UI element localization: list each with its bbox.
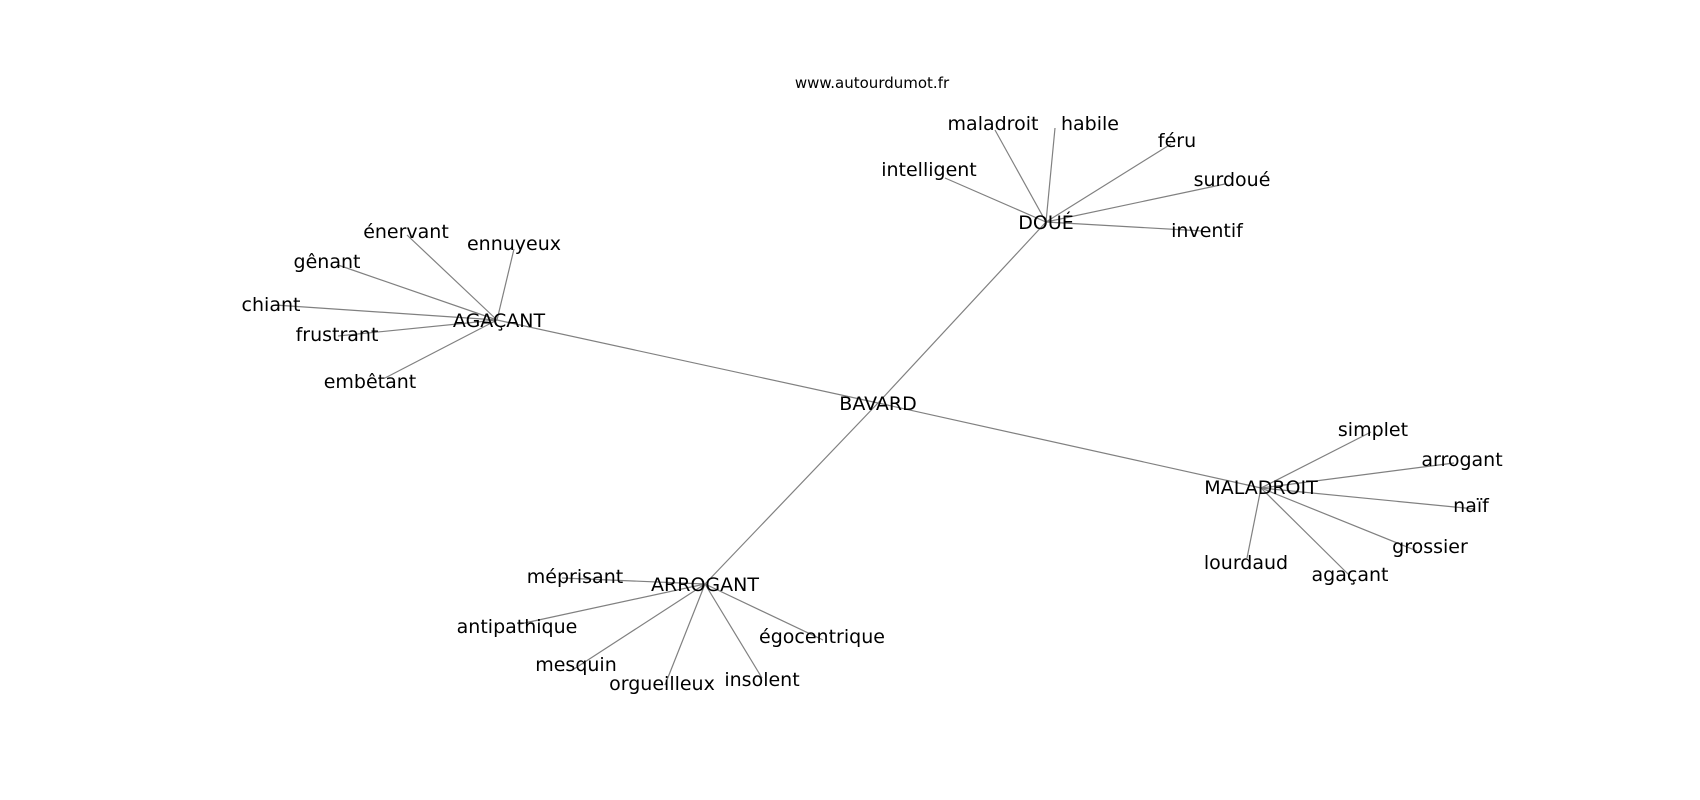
leaf-node-arrogant[interactable]: orgueilleux <box>609 673 715 695</box>
leaf-node-arrogant[interactable]: égocentrique <box>759 626 885 648</box>
edge-doue-leaf <box>1045 127 1056 223</box>
edge-maladroit-leaf <box>1260 431 1372 489</box>
edge-agacant-leaf <box>406 234 498 321</box>
leaf-node-arrogant[interactable]: mesquin <box>535 654 617 676</box>
edge-arrogant-leaf <box>519 583 706 625</box>
edge-arrogant-leaf <box>573 583 706 670</box>
leaf-node-doue[interactable]: maladroit <box>948 113 1039 135</box>
leaf-node-agacant[interactable]: ennuyeux <box>467 233 561 255</box>
edge-center-to-agacant <box>496 319 879 404</box>
leaf-node-arrogant[interactable]: antipathique <box>457 616 578 638</box>
hub-node-arrogant[interactable]: ARROGANT <box>651 574 759 596</box>
edge-agacant-leaf <box>274 304 498 321</box>
edge-doue-leaf <box>1045 221 1204 232</box>
leaf-node-maladroit[interactable]: arrogant <box>1421 449 1502 471</box>
hub-node-doue[interactable]: DOUÉ <box>1018 211 1074 234</box>
edge-doue-leaf <box>1045 183 1226 223</box>
edge-agacant-leaf <box>496 248 515 321</box>
leaf-node-agacant[interactable]: énervant <box>363 221 449 243</box>
edge-maladroit-leaf <box>1260 487 1350 576</box>
leaf-node-doue[interactable]: intelligent <box>881 159 977 181</box>
labels-layer: www.autourdumot.fr BAVARD DOUÉ intelligen… <box>242 74 1503 695</box>
leaf-node-doue[interactable]: inventif <box>1171 220 1244 242</box>
edge-center-to-maladroit <box>877 402 1262 489</box>
edge-center-to-arrogant <box>704 402 879 585</box>
leaf-node-doue[interactable]: surdoué <box>1194 169 1271 191</box>
edge-arrogant-leaf <box>704 583 824 641</box>
edge-doue-leaf <box>994 129 1047 223</box>
leaf-node-agacant[interactable]: gênant <box>294 251 361 273</box>
leaf-node-agacant[interactable]: chiant <box>242 294 301 316</box>
edge-doue-leaf <box>1045 143 1172 223</box>
edge-maladroit-leaf <box>1246 487 1262 559</box>
edge-agacant-leaf <box>384 319 498 379</box>
watermark-text[interactable]: www.autourdumot.fr <box>795 74 950 92</box>
leaf-node-arrogant[interactable]: insolent <box>724 669 799 691</box>
center-node-label[interactable]: BAVARD <box>839 393 916 415</box>
edge-maladroit-leaf <box>1260 487 1476 510</box>
leaf-node-arrogant[interactable]: méprisant <box>527 566 623 588</box>
leaf-node-maladroit[interactable]: agaçant <box>1312 564 1389 586</box>
edge-arrogant-leaf <box>704 583 763 679</box>
leaf-node-maladroit[interactable]: simplet <box>1338 419 1408 441</box>
leaf-node-doue[interactable]: féru <box>1158 130 1196 152</box>
edge-doue-leaf <box>944 177 1047 223</box>
edge-arrogant-leaf <box>664 583 706 686</box>
edge-agacant-leaf <box>337 264 498 321</box>
hub-node-maladroit[interactable]: MALADROIT <box>1204 477 1318 499</box>
leaf-node-maladroit[interactable]: lourdaud <box>1204 552 1288 574</box>
leaf-node-agacant[interactable]: frustrant <box>296 324 379 346</box>
edge-maladroit-leaf <box>1260 487 1418 552</box>
leaf-node-maladroit[interactable]: grossier <box>1392 536 1468 558</box>
edges-layer <box>274 127 1476 686</box>
edge-center-to-doue <box>877 221 1047 404</box>
edge-agacant-leaf <box>337 319 498 337</box>
edge-maladroit-leaf <box>1260 462 1455 489</box>
hub-node-agacant[interactable]: AGAÇANT <box>453 310 546 332</box>
leaf-node-agacant[interactable]: embêtant <box>324 371 417 393</box>
leaf-node-maladroit[interactable]: naïf <box>1453 495 1490 517</box>
leaf-node-doue[interactable]: habile <box>1061 113 1119 135</box>
edge-arrogant-leaf <box>561 577 706 585</box>
